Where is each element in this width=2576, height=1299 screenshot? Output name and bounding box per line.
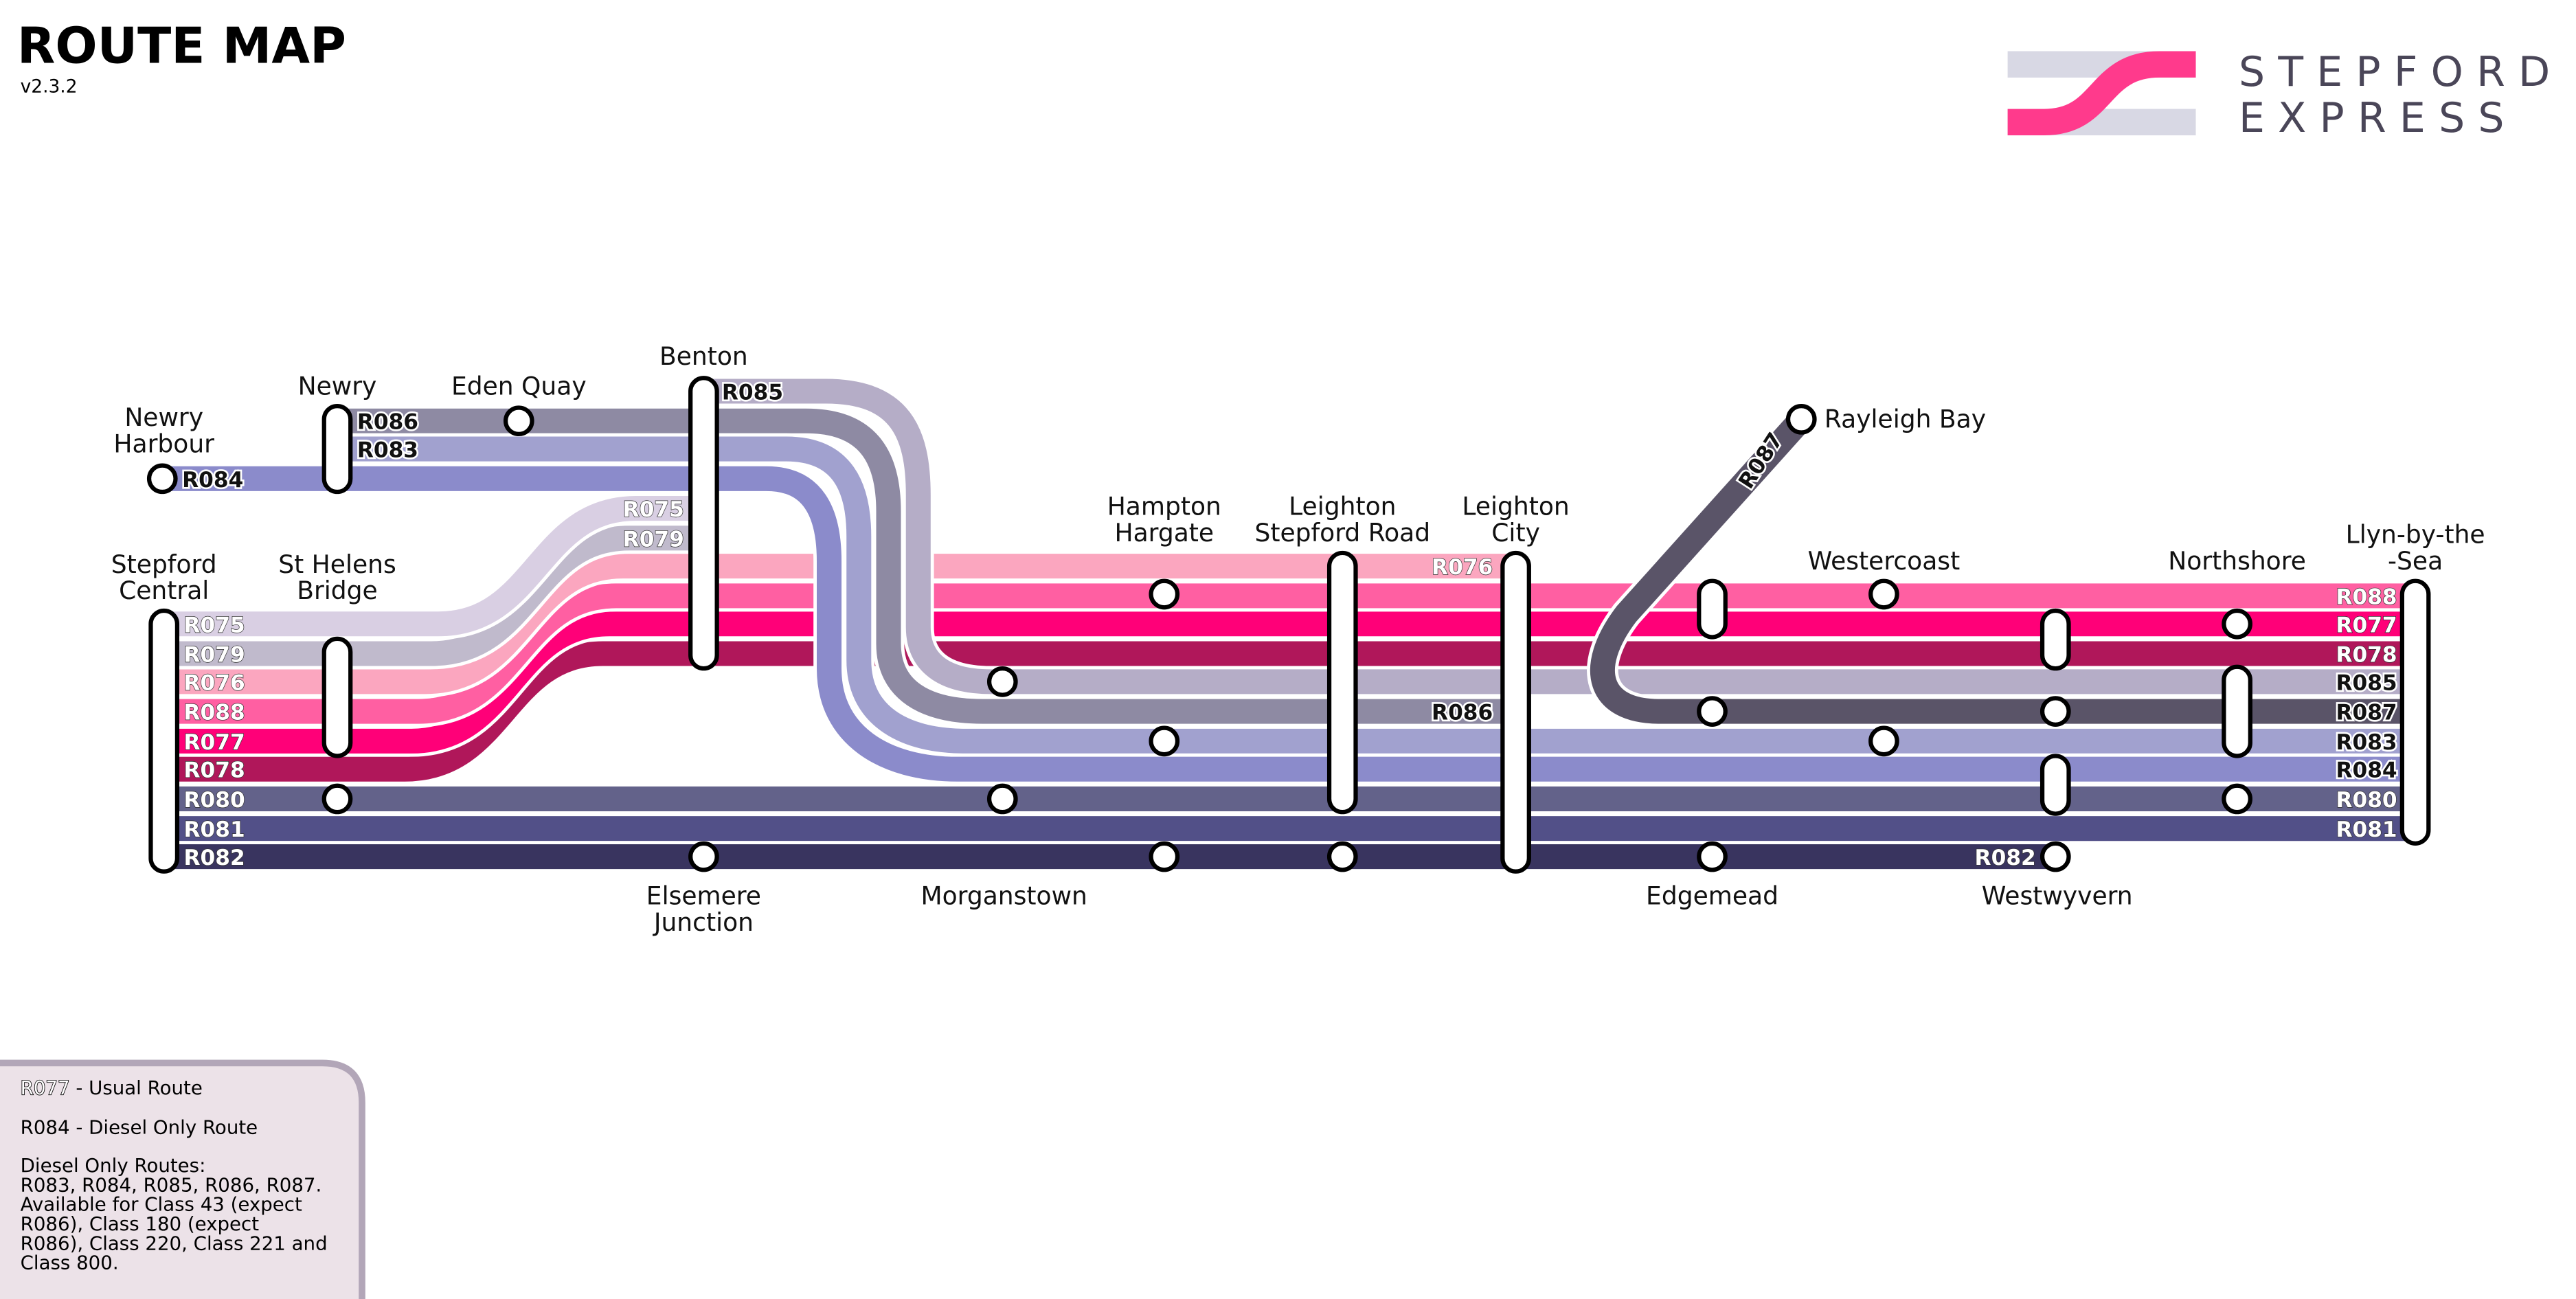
station-marker-newry[interactable]: [321, 403, 353, 495]
legend-usual-route: R077 - Usual Route: [21, 1076, 203, 1099]
route-label-r082: R082: [184, 846, 245, 870]
route-label-r080: R080: [184, 788, 245, 813]
route-line-r083[interactable]: [337, 436, 2416, 754]
route-label-r077: R077: [184, 730, 245, 755]
brand-line-2: EXPRESS: [2239, 94, 2518, 142]
route-line-r086[interactable]: [337, 408, 1516, 724]
route-label-r087-end: R087: [2336, 701, 2397, 725]
station-marker-hampton-hargate-r083[interactable]: [1149, 725, 1180, 757]
station-marker-westercoast-r088[interactable]: [1868, 578, 1899, 610]
route-label-r085-start: R085: [722, 380, 783, 405]
station-marker-llyn-by-the-sea[interactable]: [2399, 578, 2431, 846]
legend-notes: Diesel Only Routes: R083, R084, R085, R0…: [21, 1154, 334, 1274]
route-label-r083-start: R083: [357, 438, 418, 463]
route-label-r085-end: R085: [2336, 670, 2397, 695]
route-label-r078-end: R078: [2336, 643, 2397, 668]
page-title: ROUTE MAP: [17, 16, 346, 74]
station-marker-leighton-stepford-road[interactable]: [1326, 550, 1358, 815]
route-line-r087[interactable]: [1590, 411, 2416, 724]
route-label-r081: R081: [184, 817, 245, 842]
route-line-r075[interactable]: [166, 496, 704, 637]
station-name-llyn-by-the-sea[interactable]: Llyn-by-the-Sea: [2346, 521, 2485, 576]
station-marker-rayleigh-bay[interactable]: [1785, 403, 1817, 435]
station-name-benton[interactable]: Benton: [659, 343, 748, 371]
station-name-edgemead[interactable]: Edgemead: [1646, 883, 1778, 911]
legend-diesel-route: R084 - Diesel Only Route: [21, 1116, 258, 1139]
route-label-r075-end: R075: [623, 497, 684, 522]
station-marker-st-helens-bridge-r080[interactable]: [321, 783, 353, 815]
station-marker-eden-quay[interactable]: [503, 405, 534, 437]
route-label-r082-end: R082: [1975, 846, 2036, 870]
station-name-eden-quay[interactable]: Eden Quay: [451, 372, 587, 400]
route-label-r077-end: R077: [2336, 613, 2397, 637]
station-marker-westercoast-r083[interactable]: [1868, 725, 1899, 757]
station-marker-elsemere-junction[interactable]: [688, 841, 719, 872]
route-label-r079-end: R079: [623, 527, 684, 552]
route-label-r080-end: R080: [2336, 788, 2397, 813]
station-name-westercoast[interactable]: Westercoast: [1808, 547, 1961, 576]
version-label: v2.3.2: [21, 76, 78, 98]
stepford-express-logo: STEPFORD EXPRESS: [2007, 48, 2564, 142]
route-label-r086-start: R086: [357, 410, 418, 435]
station-name-newry[interactable]: Newry: [298, 372, 377, 400]
station-marker-stepford-central[interactable]: [148, 608, 180, 874]
station-marker-morganstown-r080[interactable]: [986, 783, 1018, 815]
brand-line-1: STEPFORD: [2239, 48, 2564, 96]
station-marker-hampton-hargate-r082[interactable]: [1149, 841, 1180, 872]
station-markers: [146, 376, 2431, 874]
station-name-rayleigh-bay[interactable]: Rayleigh Bay: [1824, 405, 1986, 433]
station-name-westwyvern[interactable]: Westwyvern: [1982, 883, 2133, 911]
route-label-r086-end: R086: [1432, 701, 1493, 725]
station-marker-hampton-hargate-r088[interactable]: [1149, 578, 1180, 610]
station-marker-edgemead-r082[interactable]: [1697, 841, 1728, 872]
station-marker-northshore-r077[interactable]: [2222, 608, 2252, 640]
station-marker-edgemead-upper[interactable]: [1697, 578, 1728, 640]
station-marker-westwyvern-lower[interactable]: [2040, 754, 2071, 816]
station-marker-edgemead-r087[interactable]: [1697, 696, 1728, 727]
route-label-r083-end: R083: [2336, 730, 2397, 755]
route-line-r085[interactable]: [703, 379, 2416, 694]
station-name-morganstown[interactable]: Morganstown: [921, 883, 1087, 911]
station-marker-newry-harbour[interactable]: [146, 463, 178, 495]
route-label-r076-end: R076: [1432, 555, 1493, 580]
station-marker-leighton-stepford-road-r082[interactable]: [1326, 841, 1358, 872]
route-label-r088: R088: [184, 701, 245, 725]
route-label-r078: R078: [184, 758, 245, 783]
route-lines: [162, 375, 2416, 872]
station-marker-benton[interactable]: [688, 376, 719, 671]
station-marker-st-helens-bridge[interactable]: [321, 636, 353, 758]
route-label-r081-end: R081: [2336, 817, 2397, 842]
legend-panel: R077 - Usual Route R084 - Diesel Only Ro…: [0, 1059, 365, 1299]
station-marker-morganstown-r085[interactable]: [986, 666, 1018, 697]
station-marker-leighton-city[interactable]: [1500, 550, 1531, 874]
route-label-r076: R076: [184, 670, 245, 695]
station-name-northshore[interactable]: Northshore: [2168, 547, 2306, 576]
route-label-r084-start: R084: [182, 468, 243, 493]
station-marker-westwyvern-upper[interactable]: [2040, 608, 2071, 671]
route-line-r084[interactable]: [162, 466, 2416, 782]
route-label-r075: R075: [184, 613, 245, 637]
station-marker-northshore-r080[interactable]: [2222, 783, 2252, 815]
route-label-r079: R079: [184, 643, 245, 668]
station-marker-westwyvern-r087[interactable]: [2040, 696, 2071, 727]
station-marker-northshore-mid[interactable]: [2222, 664, 2252, 758]
route-label-r084-end: R084: [2336, 758, 2397, 783]
route-label-r088-end: R088: [2336, 585, 2397, 609]
station-marker-westwyvern-r082[interactable]: [2040, 841, 2071, 872]
